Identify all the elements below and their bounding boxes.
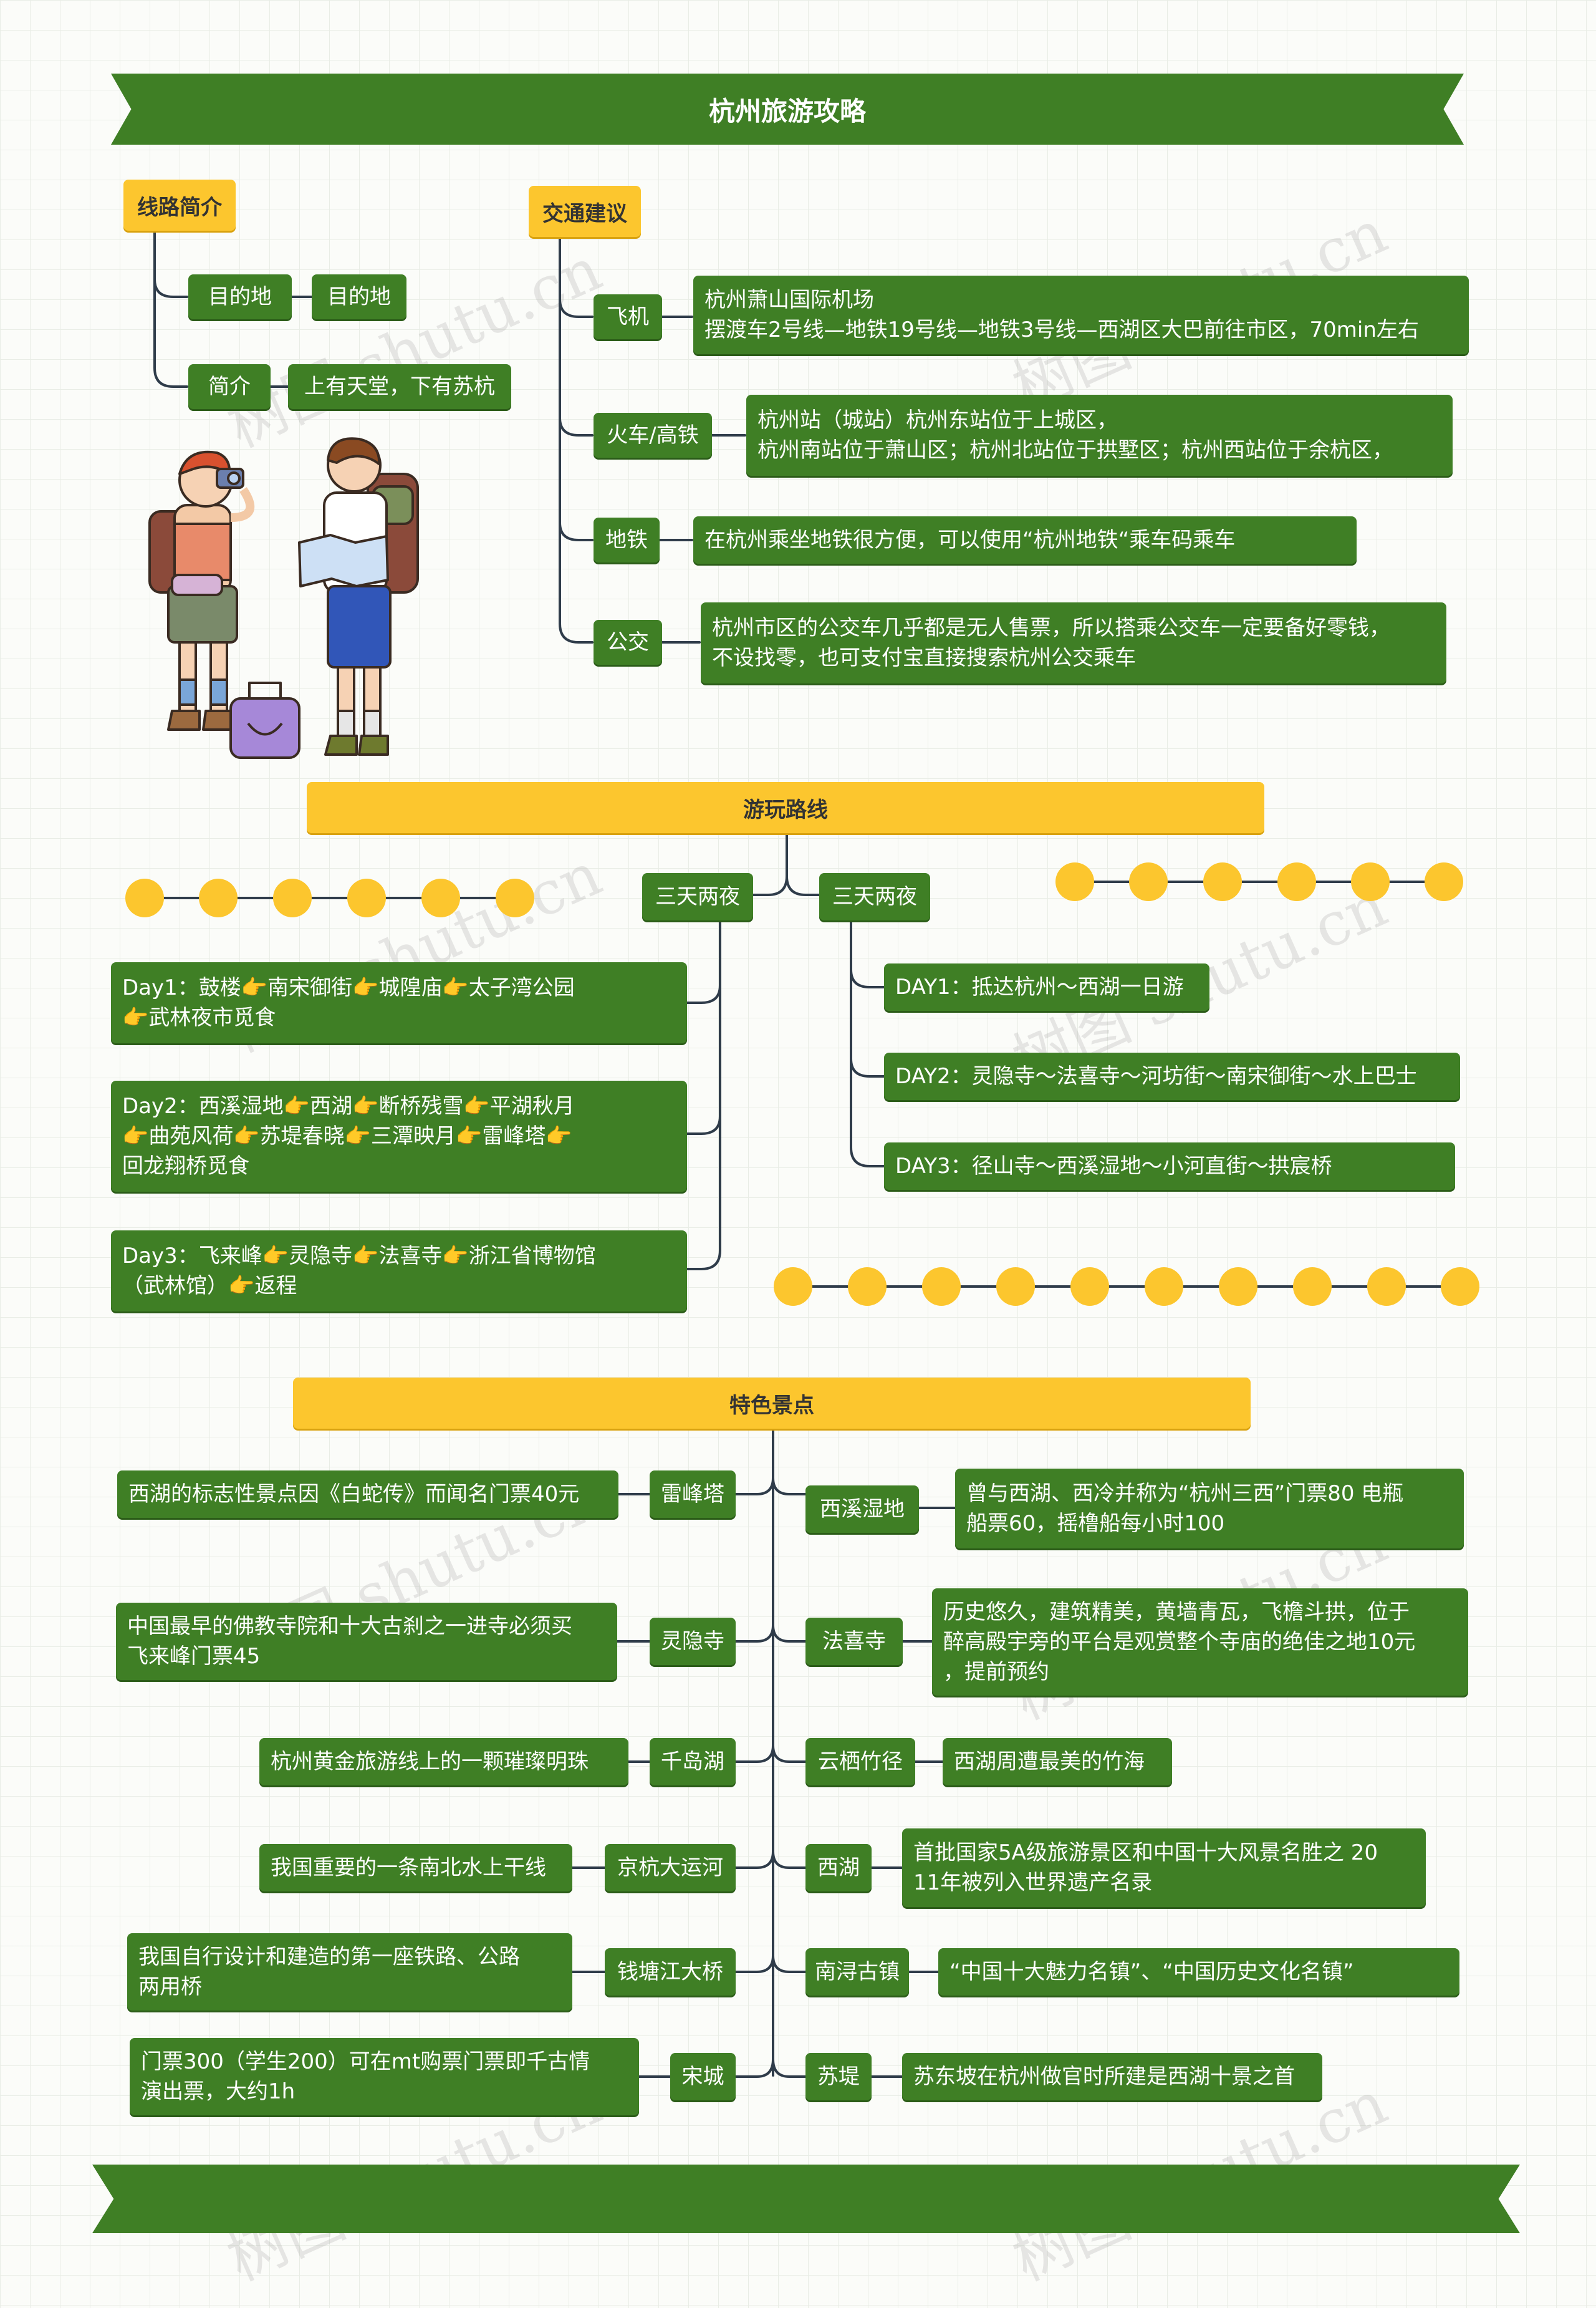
transport-text-plane: 杭州萧山国际机场 摆渡车2号线—地铁19号线—地铁3号线—西湖区大巴前往市区，7…	[693, 276, 1469, 354]
route-right-day1: DAY1：抵达杭州～西湖一日游	[884, 963, 1209, 1011]
route-left-day3: Day3：飞来峰👉灵隐寺👉法喜寺👉浙江省博物馆 （武林馆）👉返程	[111, 1230, 687, 1311]
routes-heading: 游玩路线	[307, 782, 1264, 833]
transport-text-train: 杭州站（城站）杭州东站位于上城区， 杭州南站位于萧山区；杭州北站位于拱墅区；杭州…	[746, 395, 1453, 476]
sight-name-qiandaohu: 千岛湖	[650, 1738, 736, 1785]
route-right-label: 三天两夜	[819, 873, 930, 920]
sights-heading: 特色景点	[293, 1378, 1251, 1429]
destination-label: 目的地	[188, 274, 292, 319]
route-left-day2: Day2：西溪湿地👉西湖👉断桥残雪👉平湖秋月 👉曲苑风荷👉苏堤春晓👉三潭映月👉雷…	[111, 1081, 687, 1192]
destination-value: 目的地	[312, 274, 406, 319]
sight-name-nanxun: 南浔古镇	[805, 1948, 909, 1996]
transport-text-bus: 杭州市区的公交车几乎都是无人售票，所以搭乘公交车一定要备好零钱， 不设找零，也可…	[701, 602, 1446, 683]
sight-name-sudi: 苏堤	[805, 2053, 872, 2100]
sight-name-qiantang-bridge: 钱塘江大桥	[605, 1948, 736, 1996]
route-left-label: 三天两夜	[642, 873, 753, 920]
sight-desc-lingyinsi: 中国最早的佛教寺院和十大古刹之一进寺必须买 飞来峰门票45	[116, 1603, 617, 1680]
sight-desc-nanxun: “中国十大魅力名镇”、“中国历史文化名镇”	[938, 1948, 1459, 1996]
sight-desc-xihu: 首批国家5A级旅游景区和中国十大风景名胜之 20 11年被列入世界遗产名录	[902, 1828, 1426, 1907]
transport-label-plane: 飞机	[594, 294, 662, 339]
travelers-illustration	[148, 437, 419, 759]
sight-desc-qiantang-bridge: 我国自行设计和建造的第一座铁路、公路 两用桥	[127, 1933, 572, 2011]
page-title: 杭州旅游攻略	[708, 95, 866, 127]
intro-label: 简介	[188, 364, 271, 409]
sight-desc-sudi: 苏东坡在杭州做官时所建是西湖十景之首	[902, 2053, 1322, 2100]
sight-name-xihu: 西湖	[805, 1844, 872, 1891]
sight-name-lingyinsi: 灵隐寺	[650, 1618, 736, 1665]
sight-desc-qiandaohu: 杭州黄金旅游线上的一颗璀璨明珠	[259, 1738, 628, 1785]
transport-label-bus: 公交	[594, 620, 662, 665]
watermark: 树图 shutu.cn	[217, 234, 612, 461]
sight-desc-grand-canal: 我国重要的一条南北水上干线	[259, 1844, 572, 1891]
sight-desc-songcheng: 门票300（学生200）可在mt购票门票即千古情 演出票，大约1h	[130, 2038, 639, 2115]
sight-name-leifengta: 雷峰塔	[650, 1470, 736, 1518]
sight-name-songcheng: 宋城	[670, 2053, 736, 2100]
route-right-day2: DAY2：灵隐寺～法喜寺～河坊街～南宋御街～水上巴士	[884, 1053, 1460, 1100]
transport-label-train: 火车/高铁	[594, 413, 712, 458]
footer-banner	[92, 2165, 1520, 2233]
sight-desc-xixi: 曾与西湖、西冷并称为“杭州三西”门票80 电瓶 船票60，摇橹船每小时100	[955, 1469, 1464, 1548]
intro-value: 上有天堂，下有苏杭	[288, 364, 511, 409]
sight-name-faxisi: 法喜寺	[805, 1618, 903, 1665]
sight-desc-leifengta: 西湖的标志性景点因《白蛇传》而闻名门票40元	[117, 1470, 618, 1518]
title-banner: 杭州旅游攻略	[111, 74, 1464, 145]
transport-text-metro: 在杭州乘坐地铁很方便，可以使用“杭州地铁“乘车码乘车	[693, 516, 1357, 564]
route-left-day1: Day1：鼓楼👉南宋御街👉城隍庙👉太子湾公园 👉武林夜市觅食	[111, 962, 687, 1043]
sight-desc-yunqi: 西湖周遭最美的竹海	[943, 1738, 1172, 1785]
sight-name-grand-canal: 京杭大运河	[605, 1844, 736, 1891]
sight-name-yunqi: 云栖竹径	[805, 1738, 915, 1785]
sight-name-xixi: 西溪湿地	[805, 1485, 919, 1533]
transport-label-metro: 地铁	[594, 518, 660, 563]
route-right-day3: DAY3：径山寺～西溪湿地～小河直街～拱宸桥	[884, 1142, 1455, 1190]
route-intro-heading: 线路简介	[123, 180, 236, 231]
transport-heading: 交通建议	[529, 186, 641, 237]
sight-desc-faxisi: 历史悠久，建筑精美，黄墙青瓦，飞檐斗拱，位于 醉高殿宇旁的平台是观赏整个寺庙的绝…	[932, 1588, 1468, 1696]
